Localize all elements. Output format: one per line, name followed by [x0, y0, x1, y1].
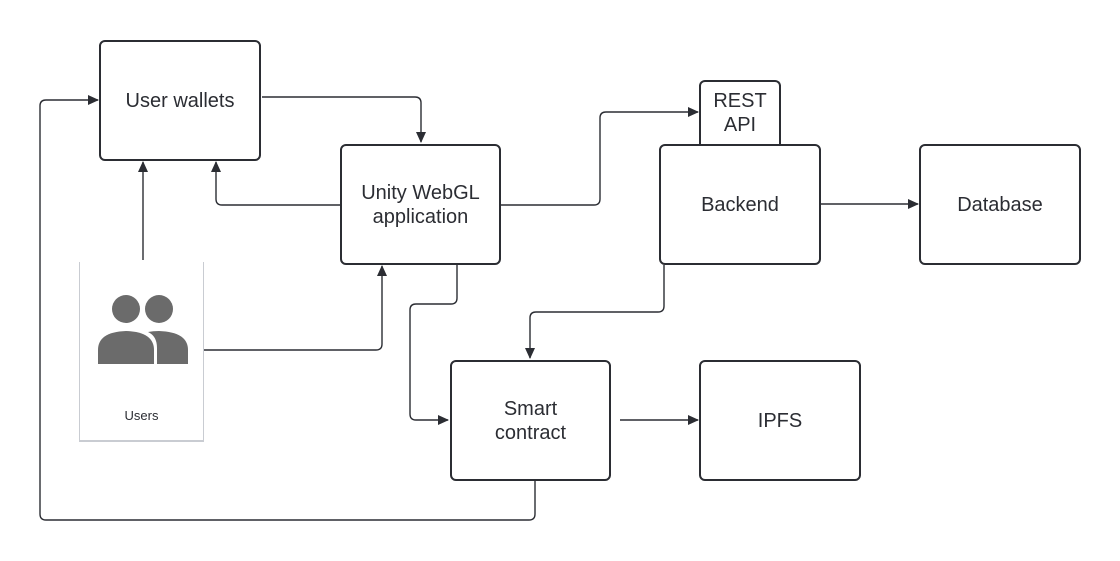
- node-backend-label: Backend: [701, 193, 779, 216]
- connector-users-to-unity: [204, 265, 387, 351]
- node-user-wallets-label: User wallets: [125, 89, 235, 112]
- connector-unity-to-wallets: [211, 161, 340, 206]
- node-smart-contract-label: Smart contract: [494, 397, 567, 444]
- node-rest-api-label: REST API: [713, 90, 767, 136]
- node-database-label: Database: [957, 193, 1043, 216]
- connector-backend-to-smart-contract: [525, 265, 665, 359]
- node-users[interactable]: Users: [79, 262, 204, 442]
- connector-unity-to-smart-contract: [409, 265, 458, 425]
- node-users-label: Users: [124, 408, 159, 423]
- node-ipfs-label: IPFS: [757, 409, 803, 432]
- connector-wallets-to-unity: [262, 96, 426, 143]
- node-unity-webgl[interactable]: Unity WebGL application: [340, 144, 501, 265]
- node-ipfs[interactable]: IPFS: [699, 360, 861, 481]
- node-backend[interactable]: Backend: [659, 144, 821, 265]
- connector-smart-contract-to-wallets: [39, 95, 536, 521]
- users-group-icon: [98, 295, 188, 364]
- node-unity-webgl-label: Unity WebGL application: [361, 181, 480, 228]
- node-database[interactable]: Database: [919, 144, 1081, 265]
- node-rest-api[interactable]: REST API: [699, 80, 781, 144]
- node-user-wallets[interactable]: User wallets: [99, 40, 261, 161]
- node-smart-contract[interactable]: Smart contract: [450, 360, 611, 481]
- connector-unity-to-rest-api: [500, 107, 699, 206]
